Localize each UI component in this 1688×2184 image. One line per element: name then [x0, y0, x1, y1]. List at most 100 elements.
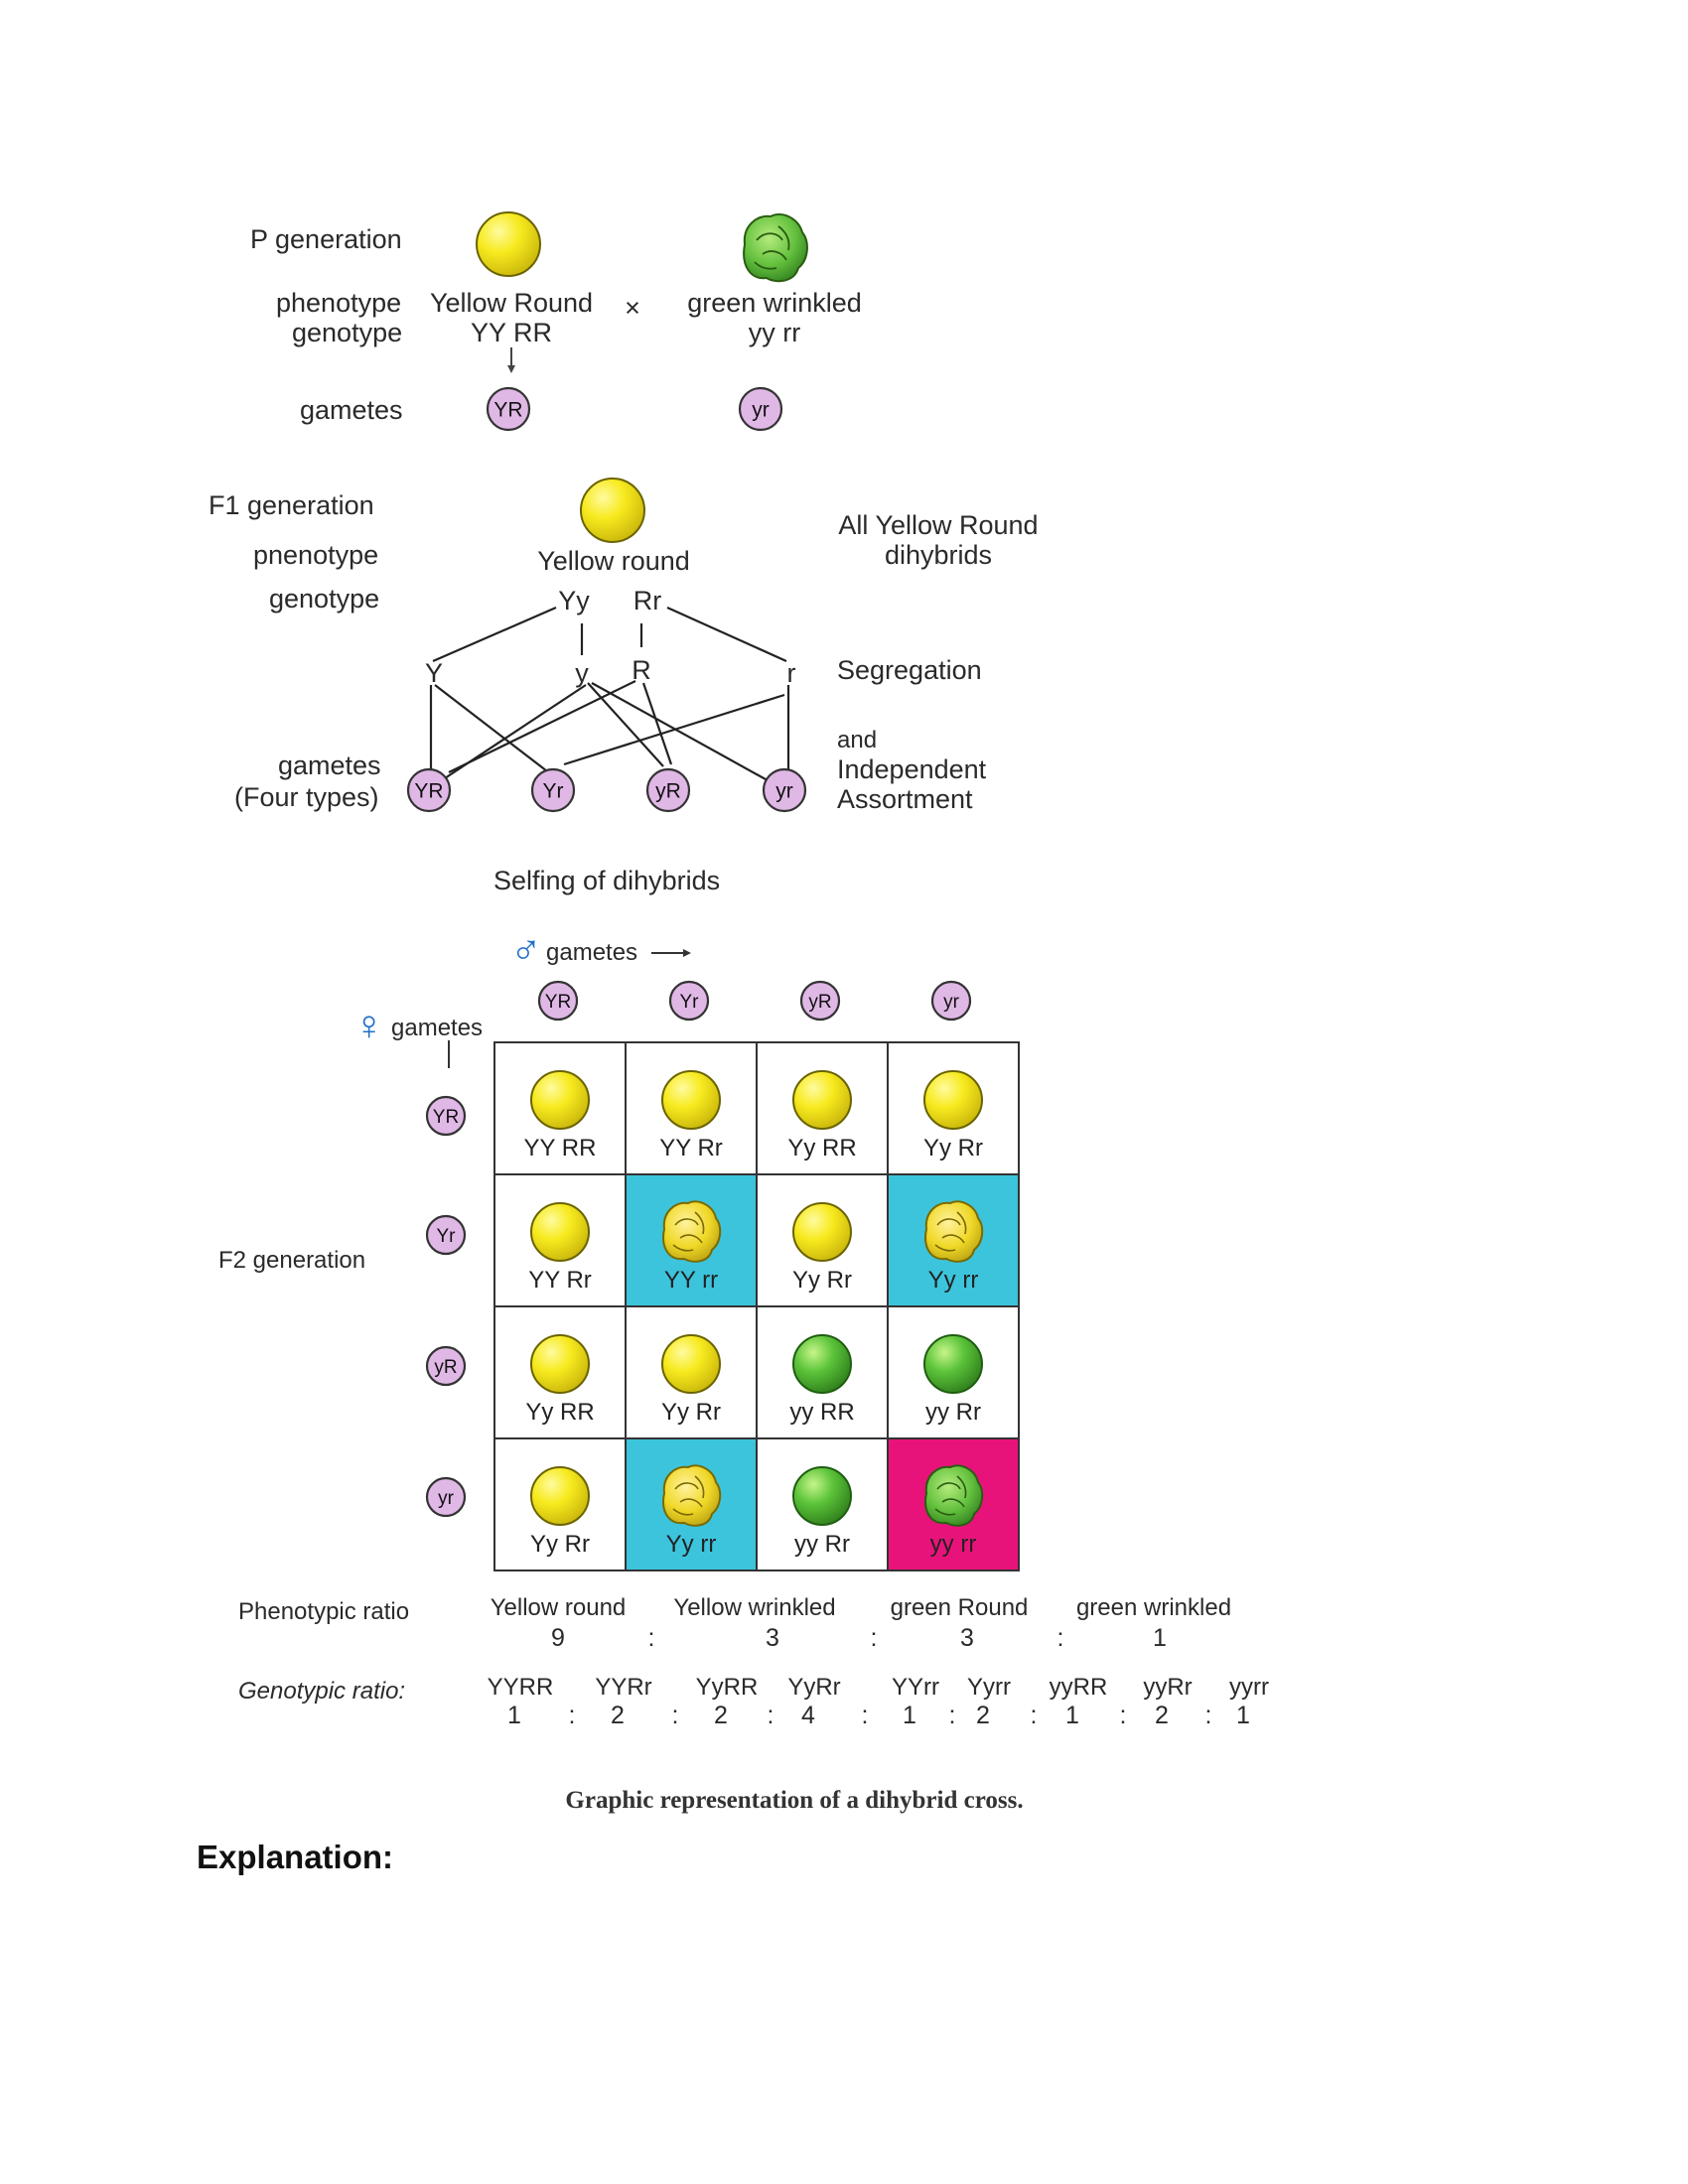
pea-yellow-round	[530, 1334, 590, 1394]
female-gamete-3-label: yr	[438, 1488, 455, 1509]
geno-value-yyrr: 1	[1065, 1702, 1079, 1729]
pea-yellow-round	[661, 1070, 721, 1130]
pheno-class-green-round: green Round	[890, 1594, 1029, 1621]
geno-class-yyrr: YYrr	[892, 1674, 939, 1701]
pea-green-wrinkled	[924, 1464, 984, 1527]
parent2-genotype: yy rr	[748, 318, 801, 347]
cell-genotype: YY Rr	[659, 1135, 723, 1161]
punnett-cell: Yy Rr	[625, 1305, 758, 1439]
f1-pea	[580, 478, 645, 543]
geno-separator: :	[1204, 1702, 1212, 1729]
pea-yellow-wrinkled	[662, 1200, 722, 1263]
explanation-heading: Explanation:	[197, 1839, 394, 1875]
geno-value-yyrr: 2	[714, 1702, 728, 1729]
f1-gametes-label: gametes	[278, 751, 381, 780]
female-gamete-2-label: yR	[434, 1357, 457, 1378]
female-gamete-2: yR	[425, 1345, 467, 1387]
pea-green-round	[792, 1466, 852, 1526]
punnett-cell: Yy rr	[625, 1437, 758, 1571]
female-gamete-1-label: Yr	[437, 1226, 457, 1247]
pheno-separator: :	[1056, 1624, 1064, 1652]
male-symbol-icon: ♂	[510, 926, 542, 973]
geno-class-yyrr: YYRr	[595, 1674, 652, 1701]
pea-yellow-round	[530, 1466, 590, 1526]
f1-phenotype-label: pnenotype	[253, 540, 379, 570]
f1-genotype-r: Rr	[633, 586, 662, 615]
f1-genotype-y: Yy	[558, 586, 590, 615]
pheno-value-yellow-round: 9	[551, 1624, 565, 1652]
geno-separator: :	[1119, 1702, 1127, 1729]
selfing-title: Selfing of dihybrids	[493, 866, 721, 895]
p-gametes-label: gametes	[300, 395, 403, 425]
geno-value-yyrr: 2	[976, 1702, 990, 1729]
f1-gamete-yr: Yr	[530, 767, 576, 813]
geno-value-yyrr: 2	[611, 1702, 625, 1729]
cell-genotype: YY Rr	[528, 1267, 592, 1294]
cell-genotype: yy Rr	[925, 1399, 981, 1426]
female-symbol-icon: ♀	[353, 1002, 385, 1048]
parent2-pea-wrinkled	[743, 213, 808, 283]
allele-Y: Y	[424, 658, 444, 688]
allele-y: y	[575, 658, 589, 688]
allele-R: R	[632, 655, 651, 685]
geno-class-yyrr: YyRR	[695, 1674, 759, 1701]
cell-genotype: yy Rr	[794, 1531, 850, 1558]
cell-genotype: Yy Rr	[530, 1531, 590, 1558]
male-gamete-1-label: Yr	[680, 992, 700, 1013]
geno-separator: :	[1030, 1702, 1038, 1729]
figure-caption: Graphic representation of a dihybrid cro…	[565, 1787, 1024, 1814]
geno-class-yyrr: Yyrr	[967, 1674, 1011, 1701]
punnett-cell: YY Rr	[625, 1041, 758, 1175]
geno-separator: :	[568, 1702, 576, 1729]
female-gamete-3: yr	[425, 1476, 467, 1518]
cross-symbol: ×	[625, 293, 640, 323]
pheno-separator: :	[647, 1624, 655, 1652]
f1-gamete-yr-label: YR	[414, 780, 443, 803]
male-gamete-0: YR	[537, 980, 579, 1022]
pea-yellow-wrinkled	[924, 1200, 984, 1263]
parent1-genotype: YY RR	[470, 318, 553, 347]
geno-separator: :	[861, 1702, 869, 1729]
pea-green-round	[923, 1334, 983, 1394]
genotypic-ratio-label: Genotypic ratio:	[238, 1678, 406, 1705]
pheno-class-yellow-round: Yellow round	[490, 1594, 627, 1621]
f1-note-line2: dihybrids	[884, 540, 993, 570]
geno-class-yyrr: yyrr	[1229, 1674, 1269, 1701]
geno-class-yyrr: YyRr	[787, 1674, 841, 1701]
cell-genotype: yy rr	[930, 1531, 977, 1558]
p-generation-title: P generation	[250, 224, 402, 254]
phenotypic-ratio-label: Phenotypic ratio	[238, 1598, 410, 1625]
pea-yellow-wrinkled	[662, 1464, 722, 1527]
pheno-class-green-wrinkled: green wrinkled	[1075, 1594, 1232, 1621]
punnett-cell: yy Rr	[756, 1437, 889, 1571]
cell-genotype: Yy RR	[525, 1399, 594, 1426]
cell-genotype: YY rr	[664, 1267, 718, 1294]
f2-generation-label: F2 generation	[218, 1247, 366, 1274]
f1-gamete-yr-label: yR	[655, 780, 681, 803]
punnett-cell: YY RR	[493, 1041, 627, 1175]
punnett-cell: Yy Rr	[493, 1437, 627, 1571]
f1-gamete-yr-label: Yr	[543, 780, 564, 803]
geno-value-yyrr: 1	[1236, 1702, 1250, 1729]
parent1-gamete-label: YR	[493, 399, 522, 422]
female-gametes-label: gametes	[391, 1015, 484, 1041]
pheno-class-yellow-wrinkled: Yellow wrinkled	[673, 1594, 836, 1621]
male-gamete-0-label: YR	[545, 992, 571, 1013]
f1-phenotype: Yellow round	[537, 546, 690, 576]
punnett-cell: Yy RR	[756, 1041, 889, 1175]
segregation-label: Segregation	[837, 655, 982, 685]
geno-class-yyrr: YYRR	[487, 1674, 554, 1701]
pea-yellow-round	[792, 1070, 852, 1130]
segregation-lines	[429, 606, 790, 785]
pea-yellow-round	[923, 1070, 983, 1130]
parent2-gamete-label: yr	[752, 399, 770, 422]
geno-class-yyrr: yyRR	[1049, 1674, 1108, 1701]
parent2-phenotype: green wrinkled	[687, 288, 862, 318]
assortment-label: Assortment	[837, 784, 973, 814]
pheno-value-green-round: 3	[960, 1624, 974, 1652]
pheno-separator: :	[870, 1624, 878, 1652]
f1-gametes-sublabel: (Four types)	[234, 782, 379, 812]
f1-generation-title: F1 generation	[209, 490, 374, 520]
male-gamete-1: Yr	[668, 980, 710, 1022]
